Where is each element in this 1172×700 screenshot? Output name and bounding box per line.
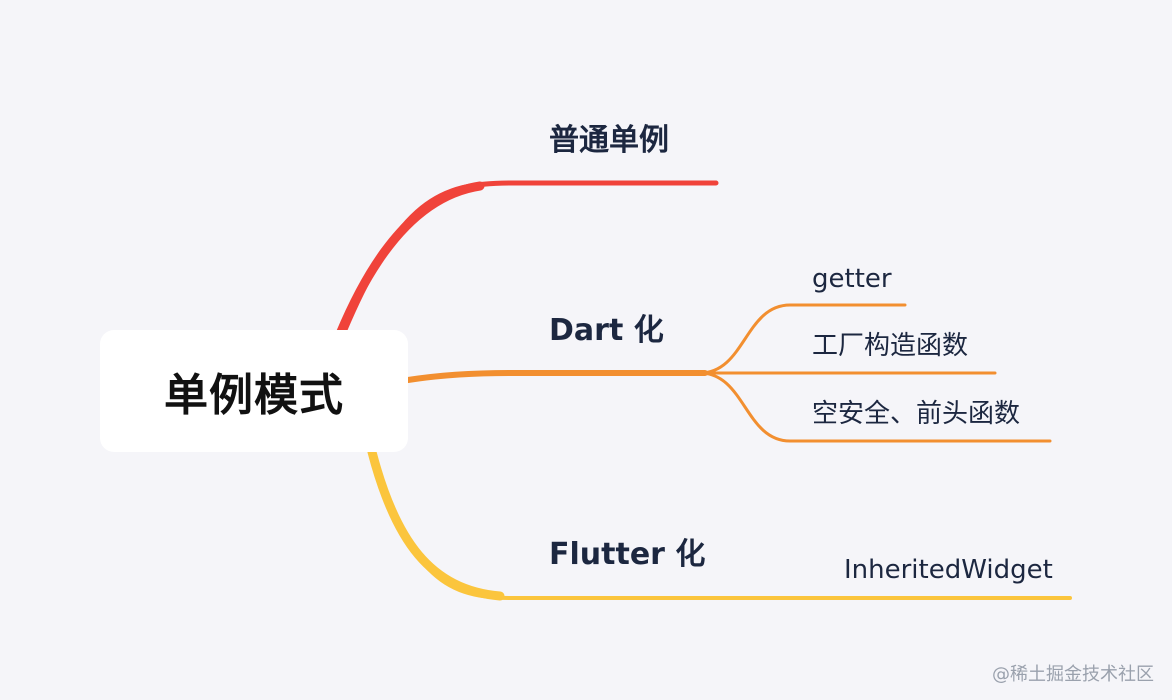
connector-branch-2: [405, 370, 708, 383]
connector-branch-1: [341, 180, 719, 335]
leaf-label-inherited-widget[interactable]: InheritedWidget: [844, 555, 1053, 585]
connector-leaf-getter: [698, 303, 907, 375]
connector-branch-1-taper: [335, 181, 485, 339]
branch-label-normal-singleton[interactable]: 普通单例: [549, 123, 669, 158]
leaf-label-getter[interactable]: getter: [812, 264, 892, 294]
branch-label-dart[interactable]: Dart 化: [549, 313, 664, 348]
leaf-label-null-safety[interactable]: 空安全、前头函数: [812, 399, 1021, 429]
branch-label-flutter[interactable]: Flutter 化: [549, 537, 706, 572]
connector-branch-3: [370, 450, 1072, 600]
root-label: 单例模式: [164, 370, 344, 421]
root-node[interactable]: 单例模式: [100, 330, 408, 452]
leaf-label-factory-constructor[interactable]: 工厂构造函数: [812, 331, 969, 361]
connector-leaf-null-safety: [698, 371, 1052, 443]
watermark: @稀土掘金技术社区: [992, 664, 1154, 685]
